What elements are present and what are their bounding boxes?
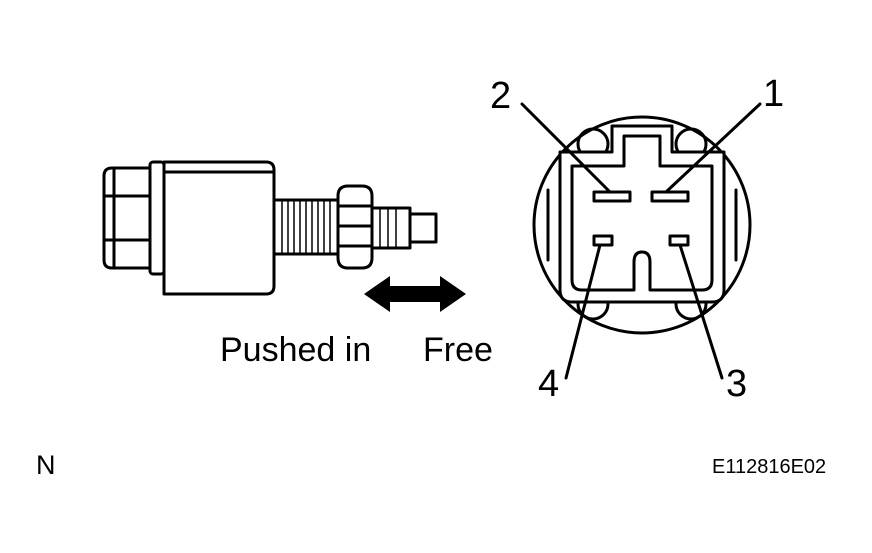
double-arrow-icon [364, 276, 466, 312]
pin-number-3: 3 [726, 363, 747, 405]
pin-leader-lines [520, 102, 762, 380]
corner-letter: N [36, 450, 56, 480]
pin-number-1: 1 [763, 73, 784, 115]
pushed-in-label: Pushed in [220, 331, 371, 369]
pin-number-2: 2 [490, 75, 511, 117]
figure-code: E112816E02 [712, 456, 827, 478]
pin-number-4: 4 [538, 363, 559, 405]
free-label: Free [423, 331, 493, 369]
switch-body-illustration [102, 160, 438, 296]
